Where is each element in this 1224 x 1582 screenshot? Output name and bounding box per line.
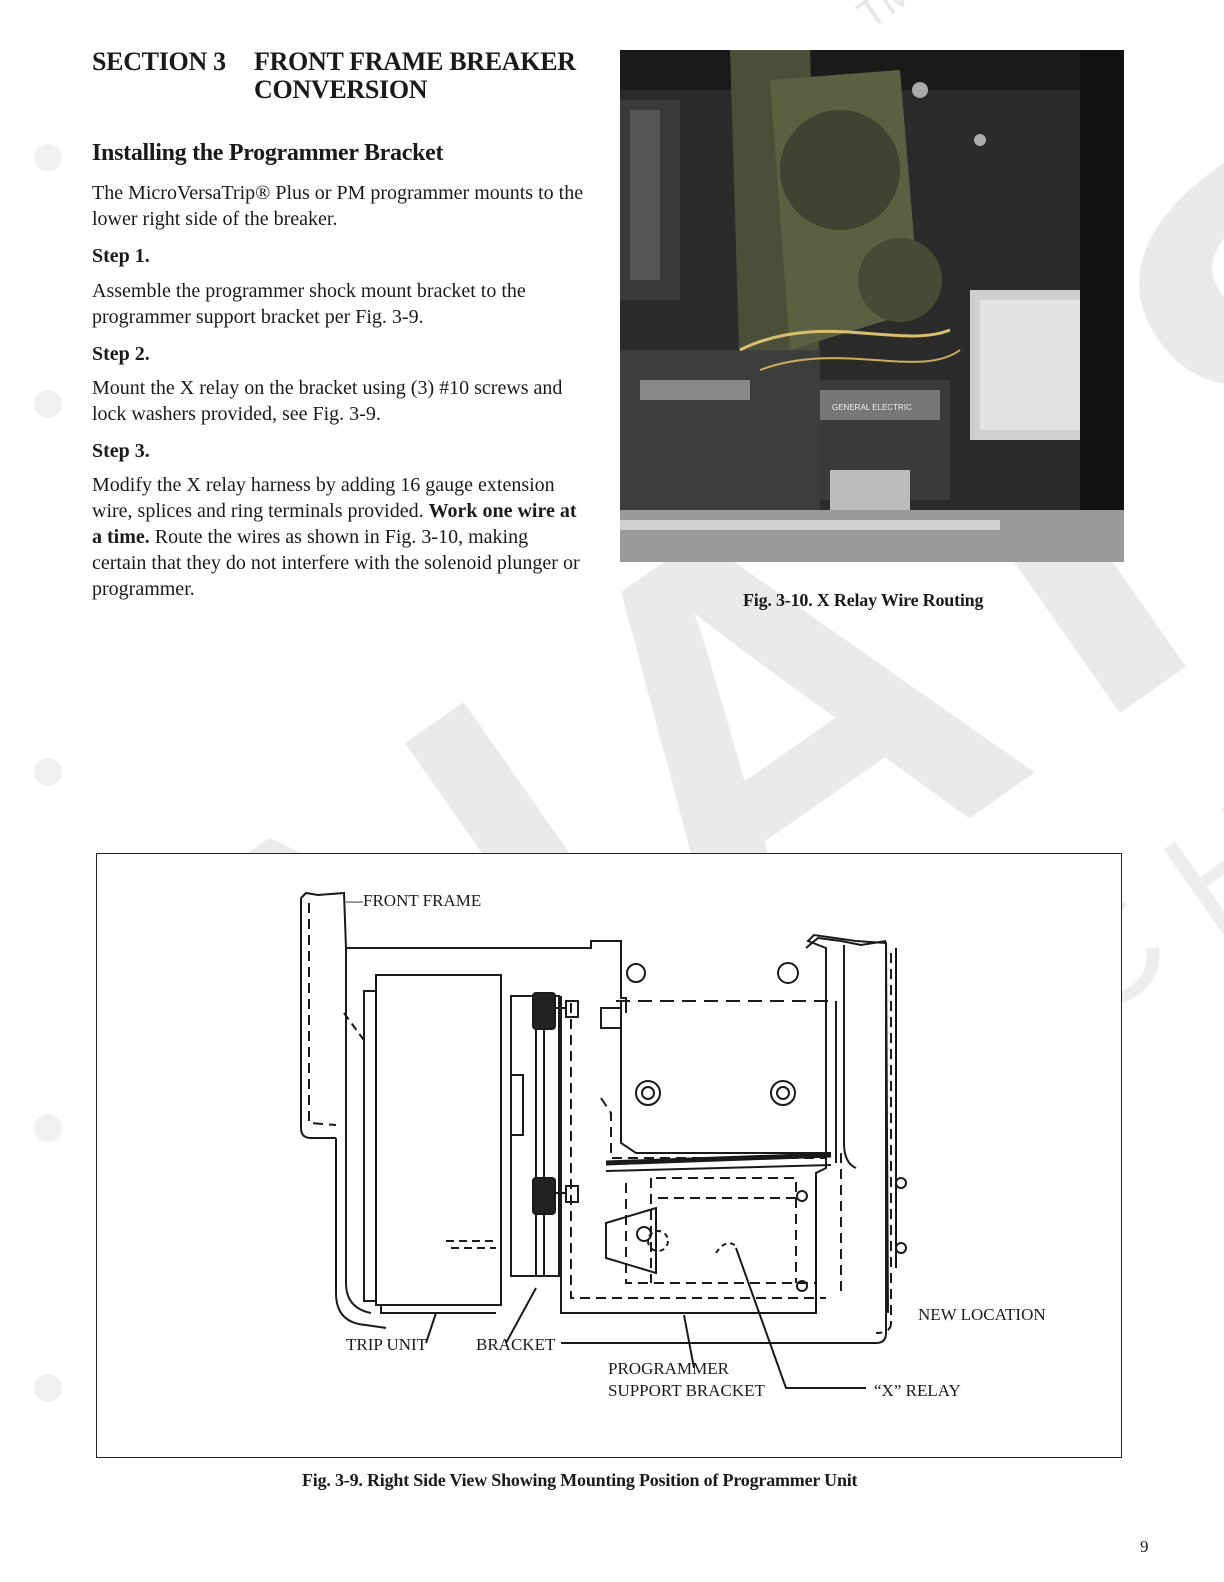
photo-caption: Fig. 3-10. X Relay Wire Routing <box>743 590 984 610</box>
trip-unit-leader <box>425 1312 437 1344</box>
programmer-support-bracket <box>560 933 889 1314</box>
section-number: SECTION 3 <box>92 47 226 76</box>
new-location-label: NEW LOCATION <box>918 1305 1046 1324</box>
diagram-caption: Fig. 3-9. Right Side View Showing Mounti… <box>302 1470 858 1490</box>
section-title-line1: FRONT FRAME BREAKER <box>254 47 576 76</box>
front-frame-label: —FRONT FRAME <box>345 891 481 910</box>
relay-photo-brand: GENERAL ELECTRIC <box>832 403 912 412</box>
watermark-tm: TM <box>850 0 923 37</box>
step-3-text-bold: Work one wire at a time. <box>92 500 577 548</box>
step-3-text-before: Modify the X relay harness by adding 16 … <box>92 474 555 522</box>
right-frame <box>805 936 887 949</box>
x-relay-plate <box>605 1206 657 1275</box>
programmer-leader <box>683 1314 695 1369</box>
x-relay-leader <box>735 1247 866 1389</box>
section-heading: SECTION 3 FRONT FRAME BREAKER CONVERSION <box>92 48 612 104</box>
relay-photo-illustration: GENERAL ELECTRIC <box>620 50 1124 562</box>
programmer-label-line1: PROGRAMMER <box>608 1359 730 1378</box>
diagram-frame <box>96 853 1122 1458</box>
bracket-label: BRACKET <box>476 1335 556 1354</box>
section-title-line2: CONVERSION <box>254 75 428 104</box>
subheading: Installing the Programmer Bracket <box>92 140 444 166</box>
programmer-mounting-diagram: —FRONT FRAME TRIP UNIT BRACKET PROGRAMME… <box>300 891 1046 1400</box>
programmer-label-line2: SUPPORT BRACKET <box>608 1381 766 1400</box>
relay-photo: GENERAL ELECTRIC <box>620 50 1124 562</box>
x-relay-label: “X” RELAY <box>874 1381 961 1400</box>
trip-unit-label: TRIP UNIT <box>346 1335 428 1354</box>
step-2-label: Step 2. <box>92 343 150 365</box>
front-frame-outline <box>300 891 627 1013</box>
bracket-leader <box>505 1287 537 1344</box>
step-1-text: Assemble the programmer shock mount brac… <box>92 280 526 328</box>
step-3-text-after: Route the wires as shown in Fig. 3-10, m… <box>92 526 580 600</box>
step-2-text: Mount the X relay on the bracket using (… <box>92 377 563 425</box>
step-1-label: Step 1. <box>92 245 150 267</box>
binder-holes <box>34 144 62 1402</box>
step-3-text: Modify the X relay harness by adding 16 … <box>92 472 582 602</box>
page-number: 9 <box>1140 1537 1149 1556</box>
trip-unit-shape <box>375 974 502 1306</box>
step-3-label: Step 3. <box>92 440 150 462</box>
intro-paragraph: The MicroVersaTrip® Plus or PM programme… <box>92 182 584 230</box>
